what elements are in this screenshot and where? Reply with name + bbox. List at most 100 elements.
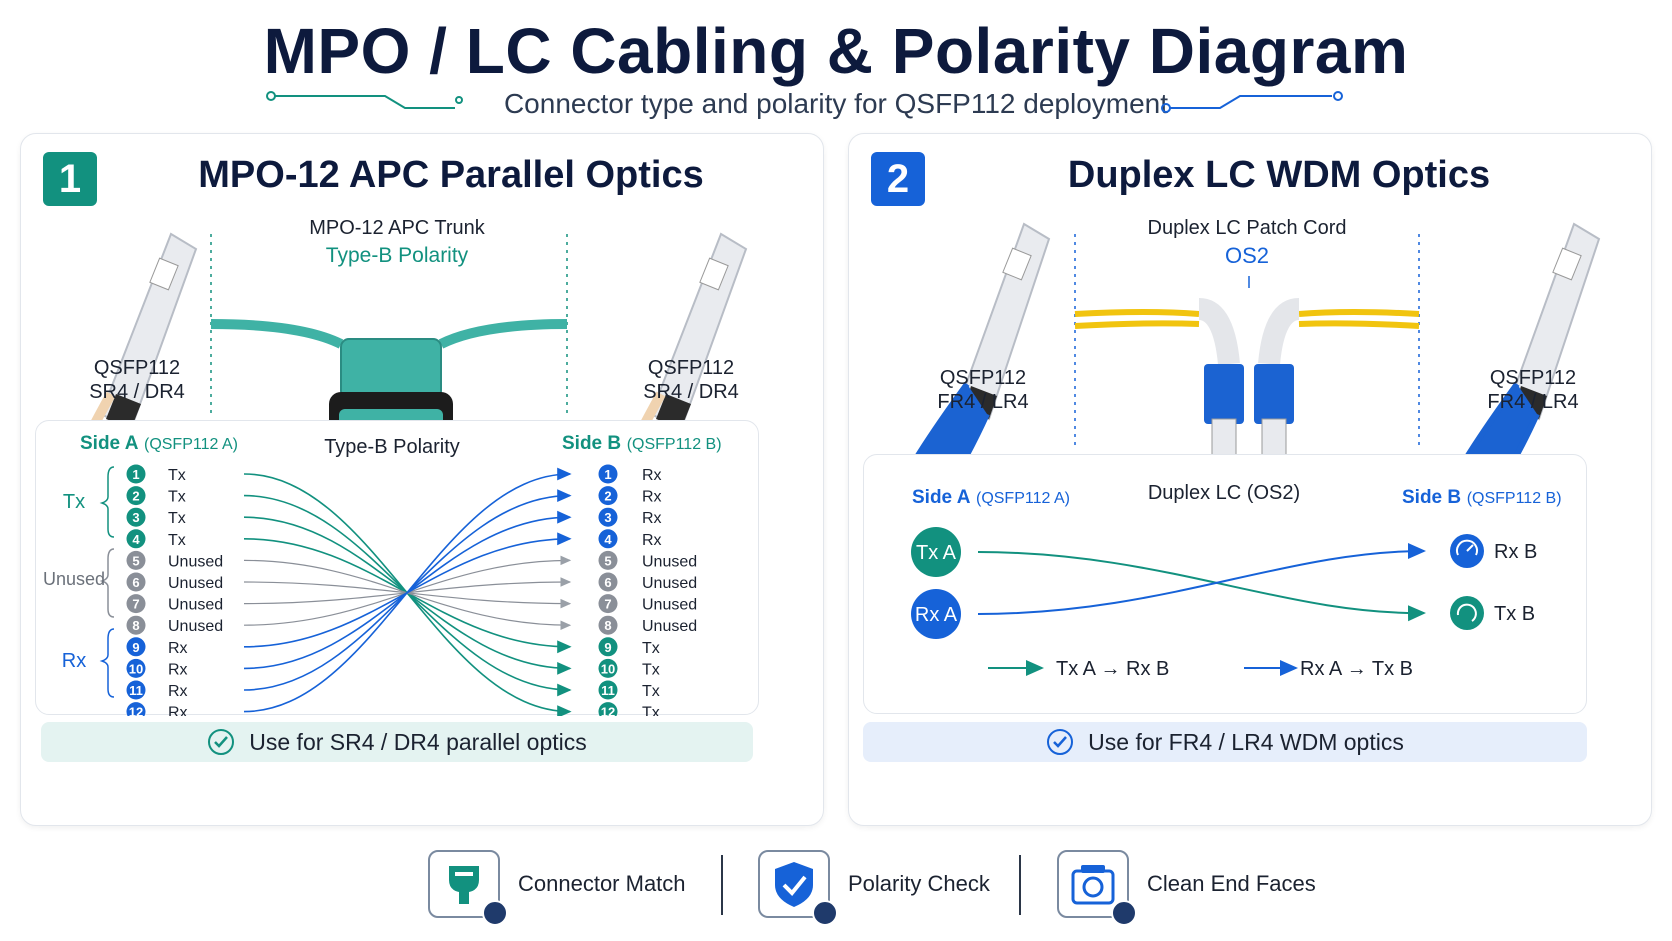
footer-label: Connector Match — [518, 871, 686, 896]
panel-badge: 2 — [871, 152, 925, 206]
fiber-label: Unused — [642, 618, 697, 635]
panel-lc: 2 Duplex LC WDM Optics D — [848, 133, 1652, 826]
fiber-label: Rx — [168, 640, 188, 657]
rx-a-text: Rx A — [915, 604, 958, 626]
fiber-number-badge — [598, 594, 618, 614]
footer-label: Polarity Check — [848, 871, 990, 896]
lc-duplex-connector-icon — [1197, 276, 1301, 460]
fiber-number-badge — [126, 594, 146, 614]
left-module-label: QSFP112 SR4 / DR4 — [89, 357, 185, 403]
fiber-label: Unused — [168, 553, 223, 570]
fiber-number: 7 — [604, 597, 611, 612]
footer-label: Clean End Faces — [1147, 871, 1316, 896]
trunk-polarity: Type-B Polarity — [325, 244, 469, 267]
tx-a-to-rx-b-line — [977, 551, 1426, 622]
shield-check-icon — [758, 850, 838, 926]
fiber-label: Tx — [642, 640, 660, 657]
fiber-number-badge — [598, 615, 618, 635]
type-b-polarity-diagram: Side A (QSFP112 A) Type-B Polarity Side … — [35, 420, 759, 716]
fiber-label: Rx — [168, 683, 188, 700]
fiber-number-badge — [126, 702, 146, 716]
side-a-label: Side A (QSFP112 A) — [912, 487, 1070, 508]
fiber-number-badge — [126, 550, 146, 570]
panel-badge: 1 — [43, 152, 97, 206]
tx-a-text: Tx A — [916, 542, 957, 564]
diagram-center-title: Duplex LC (OS2) — [1147, 482, 1301, 504]
fiber-number: 12 — [129, 705, 143, 716]
fiber-number-badge — [126, 658, 146, 678]
trunk-label: MPO-12 APC Trunk — [309, 217, 485, 239]
fiber-number-badge — [126, 637, 146, 657]
fiber-number: 4 — [604, 532, 612, 547]
page-title: MPO / LC Cabling & Polarity Diagram — [263, 15, 1409, 87]
fiber-number: 5 — [132, 553, 139, 568]
fiber-number: 12 — [601, 705, 615, 716]
fiber-number: 1 — [132, 467, 139, 482]
fiber-label: Rx — [168, 705, 188, 716]
fiber-number: 11 — [601, 683, 615, 698]
check-circle-icon — [208, 729, 235, 755]
fiber-label: Unused — [642, 597, 697, 614]
fiber-number: 4 — [132, 532, 140, 547]
use-text-lc: Use for FR4 / LR4 WDM optics — [1088, 728, 1404, 755]
use-bar-mpo: Use for SR4 / DR4 parallel optics — [41, 722, 753, 762]
fiber-number-badge — [126, 680, 146, 700]
footer-item-connector-match: Connector Match — [428, 850, 686, 926]
group-unused-label: Unused — [43, 569, 105, 589]
right-decoration — [1161, 91, 1343, 113]
fiber-label: Unused — [642, 553, 697, 570]
fiber-number-badge — [126, 486, 146, 506]
fiber-label: Rx — [642, 467, 662, 484]
footer-divider — [721, 855, 723, 915]
cord-type: OS2 — [1224, 243, 1270, 268]
connector-icon — [428, 850, 508, 926]
group-tx-label: Tx — [63, 491, 85, 513]
use-text-mpo: Use for SR4 / DR4 parallel optics — [249, 728, 587, 755]
side-b-label: Side B (QSFP112 B) — [562, 433, 722, 454]
fiber-label: Rx — [642, 489, 662, 506]
side-b-label: Side B (QSFP112 B) — [1402, 487, 1562, 508]
fiber-number: 9 — [132, 640, 139, 655]
fiber-label: Tx — [168, 467, 186, 484]
fiber-number: 5 — [604, 553, 611, 568]
right-module-label: QSFP112 FR4 / LR4 — [1487, 367, 1579, 413]
left-module-label: QSFP112 FR4 / LR4 — [937, 367, 1029, 413]
fiber-line — [243, 467, 572, 713]
cord-label: Duplex LC Patch Cord — [1147, 217, 1347, 239]
check-circle-icon — [1047, 729, 1074, 755]
fiber-number-badge — [126, 615, 146, 635]
fiber-number-badge — [598, 702, 618, 716]
fiber-number-badge — [598, 550, 618, 570]
panel-title: MPO-12 APC Parallel Optics — [198, 154, 704, 196]
page-subtitle: Connector type and polarity for QSFP112 … — [503, 88, 1169, 119]
fiber-label: Unused — [168, 575, 223, 592]
fiber-number-badge — [598, 658, 618, 678]
use-bar-lc: Use for FR4 / LR4 WDM optics — [863, 722, 1587, 762]
fiber-number: 3 — [604, 510, 611, 525]
duplex-lc-polarity-diagram: Side A (QSFP112 A) Duplex LC (OS2) Side … — [863, 454, 1587, 714]
rx-a-node — [911, 589, 961, 639]
fiber-number: 7 — [132, 597, 139, 612]
fiber-label: Unused — [168, 618, 223, 635]
fiber-label: Tx — [642, 683, 660, 700]
fiber-label: Rx — [642, 532, 662, 549]
fiber-label: Rx — [642, 510, 662, 527]
fiber-number-badge — [598, 637, 618, 657]
fiber-number: 8 — [132, 618, 139, 633]
fiber-label: Tx — [642, 705, 660, 716]
panel-mpo: 1 MPO-12 APC Parallel Optics M — [20, 133, 824, 826]
fiber-label: Unused — [168, 597, 223, 614]
fiber-number-badge — [598, 464, 618, 484]
fiber-number: 10 — [601, 661, 615, 676]
fiber-label: Tx — [168, 489, 186, 506]
rx-b-text: Rx B — [1494, 541, 1537, 563]
fiber-number: 2 — [604, 489, 611, 504]
fiber-number: 1 — [604, 467, 611, 482]
cleaning-icon — [1057, 850, 1137, 926]
fiber-number: 2 — [132, 489, 139, 504]
diagram-center-title: Type-B Polarity — [324, 436, 460, 458]
fiber-number-badge — [126, 507, 146, 527]
fiber-number: 6 — [604, 575, 611, 590]
fiber-number: 8 — [604, 618, 611, 633]
